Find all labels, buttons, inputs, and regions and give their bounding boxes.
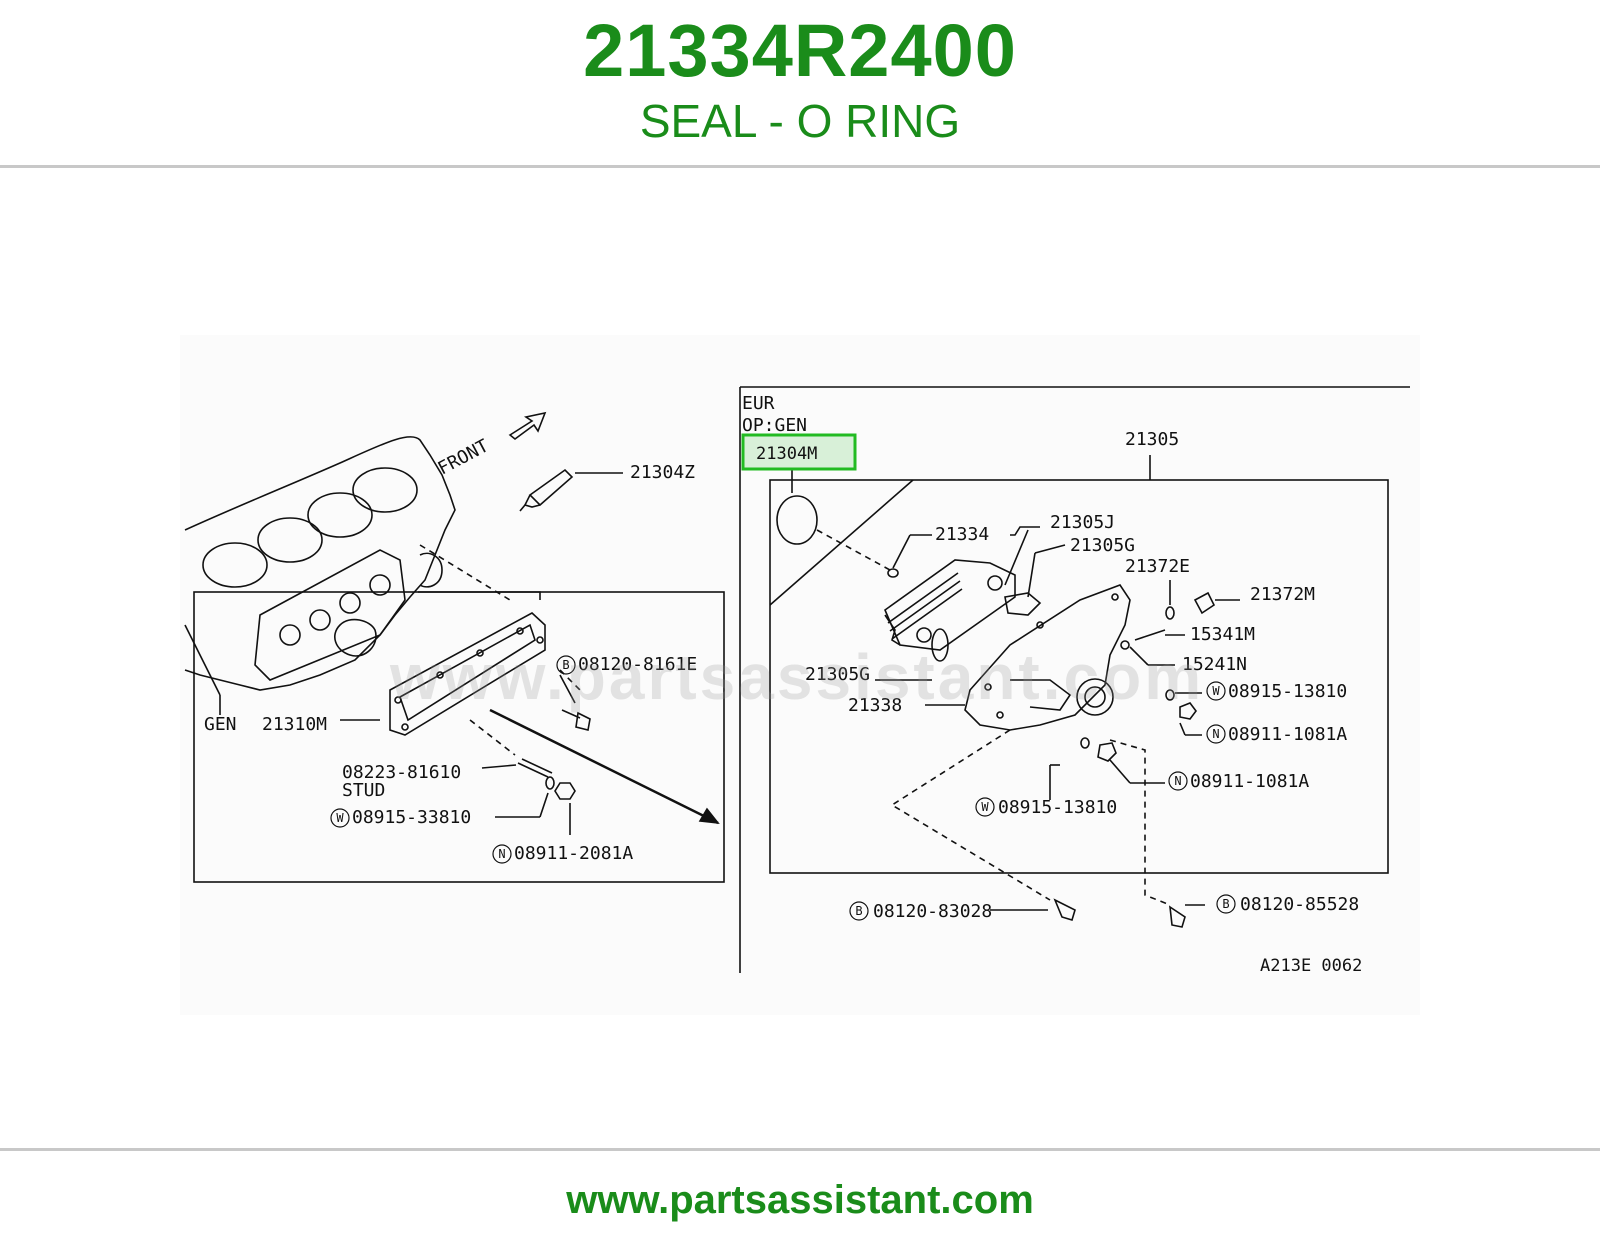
label-21305g-left[interactable]: 21305G bbox=[805, 664, 870, 685]
label-21305[interactable]: 21305 bbox=[1125, 429, 1179, 450]
valve-15241n-icon bbox=[1120, 640, 1130, 650]
parts-diagram-svg: FRONT 21304Z EUR OP:GEN 21304M 21305 213… bbox=[184, 386, 1410, 976]
leader-08120-8161e bbox=[559, 674, 576, 704]
label-08915-13810-a[interactable]: 08915-13810 bbox=[1228, 681, 1347, 702]
oil-cooler-assembly-box bbox=[769, 479, 1389, 874]
washer-08915-33810-icon bbox=[545, 776, 555, 790]
gasket-21305g-left-icon bbox=[931, 628, 949, 662]
engine-block-illustration bbox=[184, 436, 456, 715]
label-08120-85528[interactable]: 08120-85528 bbox=[1240, 894, 1359, 915]
label-08915-33810[interactable]: 08915-33810 bbox=[352, 807, 471, 828]
circle-w-icon-b bbox=[975, 797, 995, 817]
gen-inset-box bbox=[193, 591, 725, 883]
front-label: FRONT bbox=[434, 435, 492, 479]
circle-w-letter-a: W bbox=[1212, 684, 1220, 698]
label-21304m[interactable]: 21304M bbox=[756, 444, 817, 464]
washer-08915-13810-b-icon bbox=[1080, 737, 1090, 749]
highlighted-part-box[interactable] bbox=[741, 433, 857, 471]
footer-divider bbox=[0, 1148, 1600, 1151]
bolt-08120-8161e-icon bbox=[561, 709, 591, 731]
circle-b-letter-c: B bbox=[1222, 897, 1229, 911]
assembly-direction-arrow bbox=[489, 708, 719, 825]
washer-21372e-icon bbox=[1165, 606, 1175, 620]
label-08915-13810-b[interactable]: 08915-13810 bbox=[998, 797, 1117, 818]
circle-n-letter-b: N bbox=[1174, 774, 1181, 788]
label-opgen: OP:GEN bbox=[742, 415, 807, 436]
right-dashed-guides bbox=[890, 729, 1171, 906]
nut-08911-2081a-icon bbox=[554, 782, 576, 800]
nut-08911-1081a-b-icon bbox=[1097, 742, 1117, 762]
circle-n-letter-c: N bbox=[498, 847, 505, 861]
label-eur: EUR bbox=[742, 393, 775, 414]
figure-code: A213E 0062 bbox=[1260, 956, 1362, 976]
assembly-box-corner-line bbox=[769, 479, 914, 606]
circle-b-icon-c bbox=[1216, 894, 1236, 914]
label-gen: GEN bbox=[204, 714, 237, 735]
label-08911-2081a[interactable]: 08911-2081A bbox=[514, 843, 633, 864]
sealant-tube-21304z-icon bbox=[523, 468, 574, 508]
circle-w-letter-c: W bbox=[336, 811, 344, 825]
label-21305j[interactable]: 21305J bbox=[1050, 512, 1115, 533]
oil-cooler-illustration bbox=[884, 526, 1040, 651]
assembly-direction-arrowhead bbox=[698, 807, 720, 825]
circle-b-letter-b: B bbox=[855, 904, 862, 918]
front-arrow-icon bbox=[508, 411, 547, 441]
label-08911-1081a-b[interactable]: 08911-1081A bbox=[1190, 771, 1309, 792]
bolt-08120-85528-icon bbox=[1169, 905, 1186, 928]
label-15241n[interactable]: 15241N bbox=[1182, 654, 1247, 675]
circle-b-icon-b bbox=[849, 901, 869, 921]
label-21305g-top[interactable]: 21305G bbox=[1070, 535, 1135, 556]
washer-08915-13810-a-icon bbox=[1165, 689, 1175, 701]
label-21372m[interactable]: 21372M bbox=[1250, 584, 1315, 605]
circle-w-icon-c bbox=[330, 808, 350, 828]
part-number-title: 21334R2400 bbox=[583, 9, 1017, 92]
spring-15341m-icon bbox=[1134, 629, 1166, 641]
circle-b-letter-a: B bbox=[562, 658, 569, 672]
label-15341m[interactable]: 15341M bbox=[1190, 624, 1255, 645]
part-name-subtitle: SEAL - O RING bbox=[639, 95, 961, 147]
nut-08911-1081a-a-icon bbox=[1179, 702, 1197, 720]
leader-21305j bbox=[1004, 529, 1029, 586]
o-ring-21304m-icon bbox=[776, 495, 818, 545]
label-21304z[interactable]: 21304Z bbox=[630, 462, 695, 483]
label-21338[interactable]: 21338 bbox=[848, 695, 902, 716]
circle-w-icon-a bbox=[1206, 681, 1226, 701]
label-08120-83028[interactable]: 08120-83028 bbox=[873, 901, 992, 922]
stud-08223-81610-icon bbox=[517, 758, 553, 778]
label-stud: STUD bbox=[342, 780, 385, 801]
circle-n-icon-a bbox=[1206, 724, 1226, 744]
housing-21338-illustration bbox=[964, 584, 1131, 731]
header-divider bbox=[0, 165, 1600, 168]
circle-n-icon-c bbox=[492, 844, 512, 864]
circle-n-letter-a: N bbox=[1212, 727, 1219, 741]
gasket-21310m-illustration bbox=[389, 612, 546, 736]
page-header: 21334R2400 SEAL - O RING bbox=[0, 0, 1600, 170]
label-08223-81610[interactable]: 08223-81610 bbox=[342, 762, 461, 783]
inset-box-notch bbox=[418, 591, 541, 600]
o-ring-21334-icon bbox=[887, 568, 899, 578]
label-08911-1081a-a[interactable]: 08911-1081A bbox=[1228, 724, 1347, 745]
circle-n-icon-b bbox=[1168, 771, 1188, 791]
parts-diagram: FRONT 21304Z EUR OP:GEN 21304M 21305 213… bbox=[180, 335, 1420, 1015]
circle-b-icon-a bbox=[556, 655, 576, 675]
circle-w-letter-b: W bbox=[981, 800, 989, 814]
plug-21372m-icon bbox=[1193, 591, 1216, 615]
label-08120-8161e[interactable]: 08120-8161E bbox=[578, 654, 697, 675]
label-21310m[interactable]: 21310M bbox=[262, 714, 327, 735]
bolt-08120-83028-icon bbox=[1053, 898, 1076, 921]
gasket-21305g-top-icon bbox=[1004, 592, 1042, 616]
label-21372e[interactable]: 21372E bbox=[1125, 556, 1190, 577]
label-21334[interactable]: 21334 bbox=[935, 524, 989, 545]
footer-site-link[interactable]: www.partsassistant.com bbox=[566, 1178, 1034, 1222]
